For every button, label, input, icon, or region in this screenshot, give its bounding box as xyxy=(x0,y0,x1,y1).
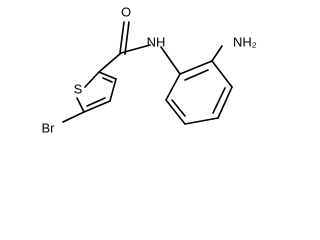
bond-c2-carbonyl xyxy=(98,52,122,73)
amine-group-label: NH₂ xyxy=(233,34,257,49)
bond-ph-c5-c6 xyxy=(165,99,186,125)
bond-ph-amine xyxy=(211,45,223,62)
bond-s-c2 xyxy=(84,71,100,88)
bond-carbonyl-o-left xyxy=(119,21,125,54)
chemical-structure-canvas: O NH S Br NH₂ xyxy=(42,4,257,135)
amide-nitrogen-label: NH xyxy=(147,34,166,49)
bond-c2-c3-inner xyxy=(102,77,113,83)
bond-c2-c3 xyxy=(98,71,117,80)
bond-ph-c1-c2 xyxy=(179,60,213,75)
bond-ph-c3-c4 xyxy=(217,86,233,119)
sulfur-atom-label: S xyxy=(74,81,83,96)
oxygen-atom-label: O xyxy=(121,4,131,19)
bond-n-phenyl xyxy=(160,46,181,75)
bond-c5-br xyxy=(62,111,85,123)
bond-ph-c4-c5 xyxy=(184,117,219,125)
bond-c4-c5-inner xyxy=(86,97,106,107)
bond-c4-c5 xyxy=(83,100,111,113)
bromine-atom-label: Br xyxy=(42,120,56,135)
bond-ph-c3-c4-inner xyxy=(212,87,226,114)
bond-ph-c2-c3 xyxy=(211,60,233,88)
bond-ph-c1-c2-inner xyxy=(184,69,209,81)
bond-c5-s xyxy=(76,97,85,113)
bond-ph-c5-c6-inner xyxy=(171,99,186,117)
bond-c3-c4 xyxy=(109,78,117,102)
bond-carbonyl-o-right xyxy=(124,21,130,55)
bond-carbonyl-n xyxy=(120,44,151,54)
molecule-diagram: O NH S Br NH₂ xyxy=(42,4,257,135)
bond-ph-c6-c1 xyxy=(165,73,181,101)
